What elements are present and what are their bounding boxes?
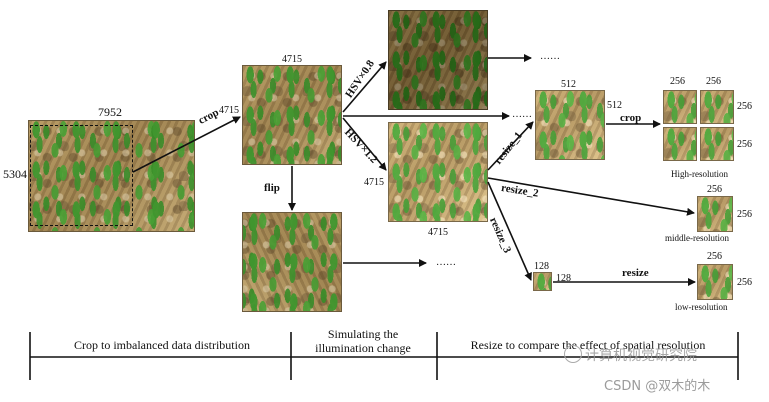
stage-crop-label: Crop to imbalanced data distribution [64,338,260,352]
low-tile-label-side: 256 [737,278,752,288]
crop-height-label: 4715 [219,106,239,116]
hsv-height-label: 4715 [364,178,384,188]
dark-ellipsis: …… [540,52,560,62]
flip-ellipsis: …… [436,258,456,268]
wechat-watermark: 计算机视觉研究院 [585,345,697,365]
high-tile-label-1: 256 [670,77,685,87]
flip-op-label: flip [264,183,280,194]
middle-tile-label-side: 256 [737,210,752,220]
middle-ellipsis: …… [512,110,532,120]
high-res-caption: High-resolution [671,170,728,179]
low-res-caption: low-resolution [675,303,728,312]
crop-arrow [133,117,240,172]
high-tile-label-2: 256 [706,77,721,87]
resize3-height-label: 128 [556,274,571,284]
crop2-op-label: crop [620,113,641,124]
wechat-logo-icon [564,345,582,363]
middle-res-caption: middle-resolution [665,234,729,243]
resize3-width-label: 128 [534,262,549,272]
crop-width-label: 4715 [282,55,302,65]
source-width-label: 7952 [98,106,122,118]
resize1-height-label: 512 [607,101,622,111]
stage-illumination-label: Simulating the illumination change [298,327,428,355]
source-height-label: 5304 [3,168,27,180]
high-tile-label-3: 256 [737,102,752,112]
middle-tile-label-top: 256 [707,185,722,195]
hsv-width-label: 4715 [428,228,448,238]
low-tile-label-top: 256 [707,252,722,262]
csdn-watermark: CSDN @双木的木 [604,375,710,394]
high-tile-label-4: 256 [737,140,752,150]
resize-op-label: resize [622,268,649,279]
resize1-width-label: 512 [561,80,576,90]
